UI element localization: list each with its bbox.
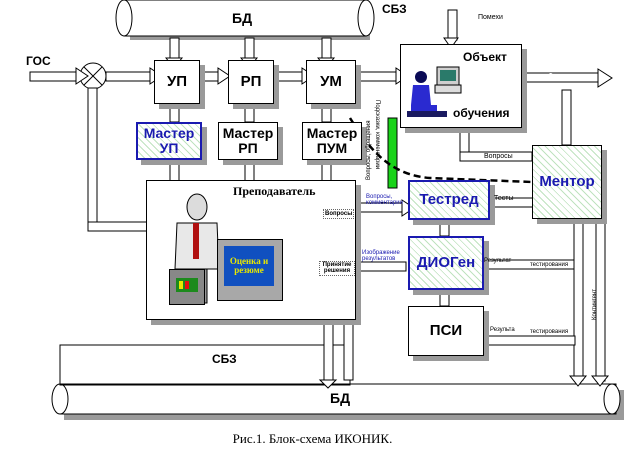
edge-tests: Тесты <box>494 195 514 202</box>
gos-label: ГОС <box>26 54 51 68</box>
block-testred[interactable]: Тестред <box>408 180 490 220</box>
large-monitor: Оценка и резюме <box>217 239 283 301</box>
noise-label: Помехи <box>478 14 503 21</box>
object-title-1: Объект <box>463 50 507 64</box>
block-mentor[interactable]: Ментор <box>532 145 602 219</box>
block-diogen[interactable]: ДИОГен <box>408 236 484 290</box>
edge-testing-a: тестирования <box>530 262 569 268</box>
edge-contingent: Контингент <box>592 288 598 320</box>
learner-figure <box>407 65 467 121</box>
block-um[interactable]: УМ <box>306 60 356 104</box>
edge-results-a: Результат <box>484 258 512 264</box>
edge-hint: Подсказки, комментарии <box>374 100 380 170</box>
screen-text: Оценка и резюме <box>224 246 274 286</box>
bottom-db-label: БД <box>330 390 351 406</box>
green-pipe <box>387 117 398 189</box>
bottom-sbz-frame <box>59 344 351 386</box>
edge-results-b: Результа <box>490 327 515 333</box>
block-master-up[interactable]: Мастер УП <box>136 122 202 160</box>
top-sbz-label: СБЗ <box>382 2 407 16</box>
edge-testing-b: тестирования <box>530 329 569 335</box>
edge-inner-questions: Вопросы, обращения <box>366 120 372 180</box>
small-monitor <box>169 269 205 305</box>
block-master-rp[interactable]: Мастер РП <box>218 122 278 160</box>
edge-results-image: Изображение результатов <box>362 250 400 262</box>
accept-decision-label: Принятие решения <box>319 261 355 276</box>
block-rp[interactable]: РП <box>228 60 274 104</box>
bottom-db-cylinder <box>51 383 624 420</box>
block-psi[interactable]: ПСИ <box>408 306 484 356</box>
figure-caption: Рис.1. Блок-схема ИКОНИК. <box>232 431 393 446</box>
top-db-cylinder <box>115 0 375 40</box>
top-db-label: БД <box>232 10 253 26</box>
block-up[interactable]: УП <box>154 60 200 104</box>
edge-questions: Вопросы <box>484 153 513 160</box>
bottom-sbz-label: СБЗ <box>212 352 237 366</box>
edge-questions-comments: Вопросы, комментарии <box>366 194 403 206</box>
teacher-questions-label: Вопросы <box>323 209 355 220</box>
block-master-pum[interactable]: Мастер ПУМ <box>302 122 362 160</box>
block-object[interactable]: Объект обучения <box>400 44 522 128</box>
block-teacher[interactable]: Преподаватель Оценка и резюме Вопросы Пр… <box>146 180 356 320</box>
object-title-2: обучения <box>453 106 510 120</box>
teacher-title: Преподаватель <box>233 184 316 198</box>
edge-answers: Ответы <box>548 73 573 80</box>
